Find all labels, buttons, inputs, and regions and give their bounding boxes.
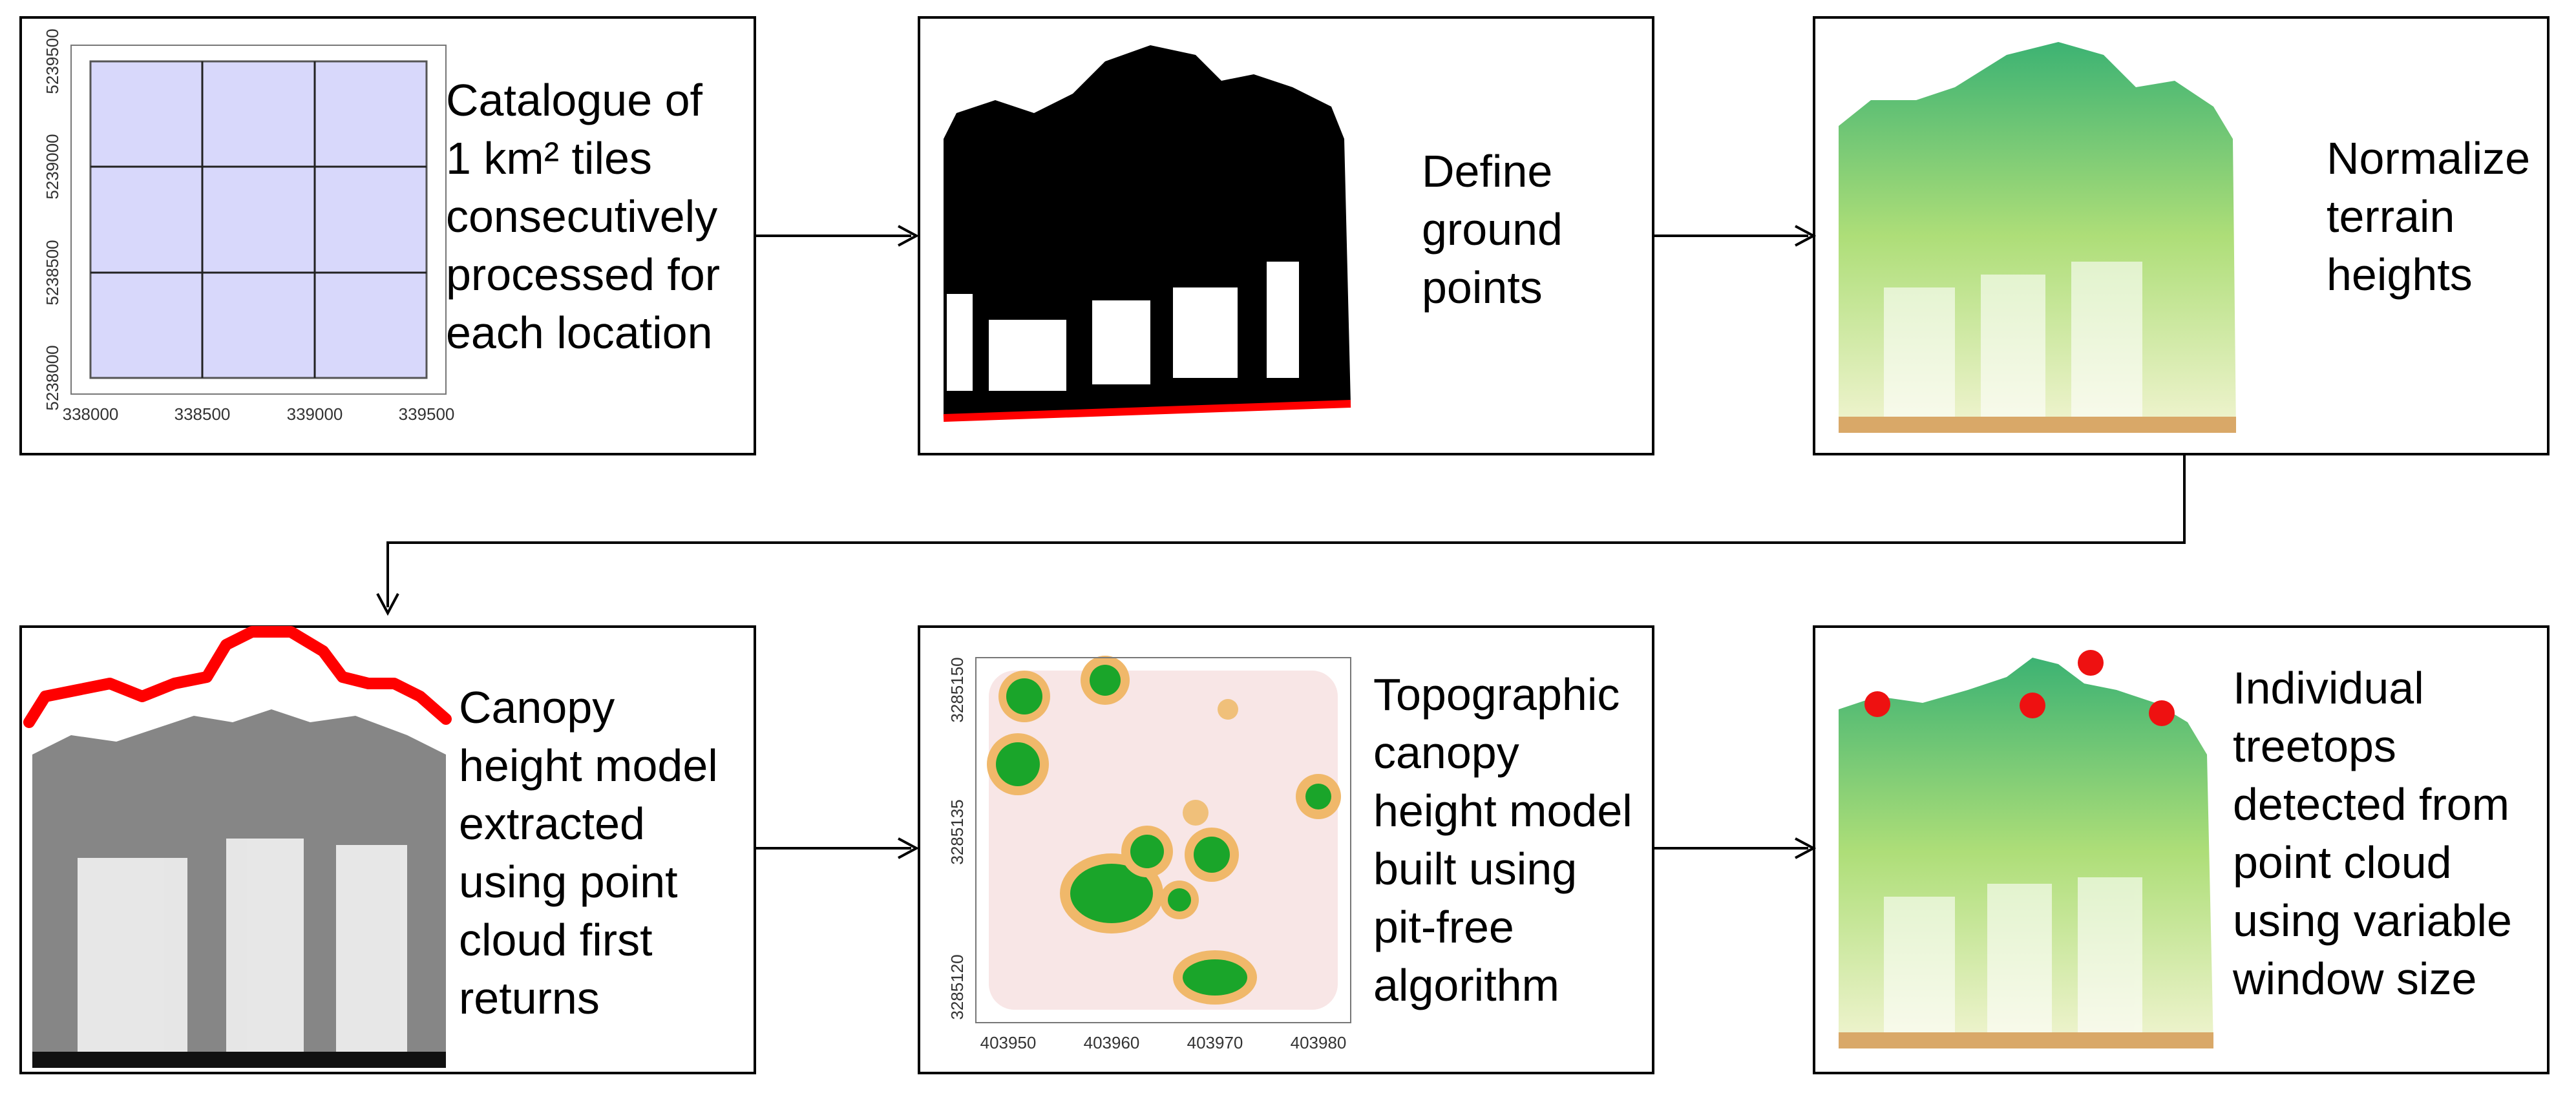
chm-y-tick-1: 3285135	[947, 799, 967, 864]
step-label-ground: Define ground points	[1422, 146, 1563, 313]
ground-points-cloud	[943, 45, 1351, 422]
flow-arrow-4	[1654, 837, 1817, 859]
ground-line	[943, 400, 1351, 422]
flow-arrow-1	[756, 225, 920, 247]
step-label-normalize: Normalize terrain heights	[2327, 133, 2531, 300]
chm-x-tick-2: 403970	[1187, 1033, 1243, 1052]
step-label-topographic: Topographic canopy height model built us…	[1373, 669, 1632, 1010]
treetop-marker	[2149, 700, 2175, 726]
tile-y-tick-2: 5239000	[43, 134, 62, 199]
treetop-marker	[2020, 693, 2045, 718]
chm-y-tick-0: 3285120	[947, 954, 967, 1019]
canopy-height-profile	[23, 626, 452, 1068]
chm-x-tick-3: 403980	[1291, 1033, 1347, 1052]
chm-x-tick-0: 403950	[980, 1033, 1037, 1052]
treetop-marker	[2078, 650, 2104, 676]
flow-arrow-2	[1654, 225, 1817, 247]
step-label-treetops: Individual treetops detected from point …	[2233, 663, 2512, 1004]
step-label-chm: Canopy height model extracted using poin…	[459, 682, 718, 1023]
step-label-catalogue: Catalogue of 1 km² tiles consecutively p…	[446, 75, 721, 358]
tile-x-tick-1: 338500	[174, 404, 231, 424]
flow-connector	[376, 455, 2186, 616]
tile-x-tick-3: 339500	[399, 404, 455, 424]
treetop-point-cloud	[1839, 650, 2213, 1048]
chm-y-tick-2: 3285150	[947, 657, 967, 722]
chm-x-tick-1: 403960	[1084, 1033, 1140, 1052]
pit-free-chm-raster: 403950 403960 403970 403980 3285120 3285…	[947, 656, 1351, 1052]
tile-y-tick-3: 5239500	[43, 28, 62, 94]
tile-y-tick-1: 5238500	[43, 240, 62, 305]
terrain-band	[1839, 417, 2236, 433]
flow-arrow-3	[756, 837, 920, 859]
normalized-point-cloud	[1839, 42, 2236, 433]
treetop-marker	[1864, 691, 1890, 717]
tile-grid-background	[89, 60, 428, 379]
tile-x-tick-2: 339000	[287, 404, 343, 424]
tile-catalogue-plot: 338000 338500 339000 339500 5238000 5238…	[43, 28, 455, 424]
tile-y-tick-0: 5238000	[43, 345, 62, 410]
canopy-surface-line	[23, 626, 452, 728]
tile-x-tick-0: 338000	[63, 404, 119, 424]
